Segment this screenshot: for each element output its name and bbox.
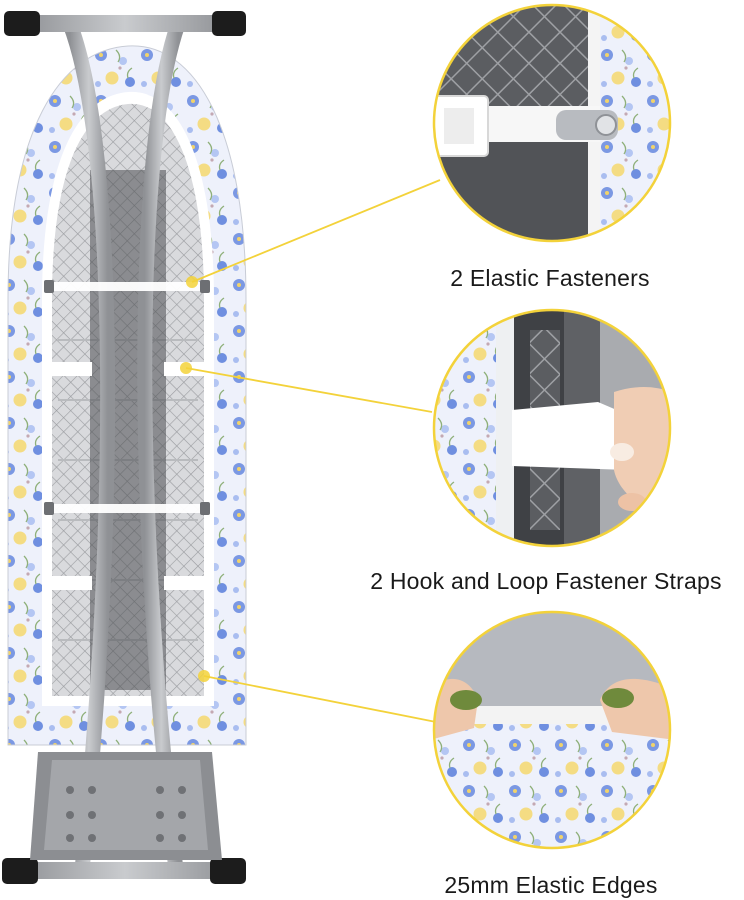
- elastic-fastener-straps: [44, 280, 210, 515]
- caption-hook-loop-straps: 2 Hook and Loop Fastener Straps: [370, 568, 722, 594]
- ironing-board: [2, 11, 247, 884]
- detail-circle-hook-loop-straps: [432, 308, 672, 548]
- callout-lines: [185, 179, 441, 723]
- caption-elastic-edges: 25mm Elastic Edges: [444, 872, 658, 898]
- foot-cap: [212, 11, 246, 36]
- detail-circle-elastic-edges: [432, 610, 672, 850]
- caption-elastic-fasteners: 2 Elastic Fasteners: [450, 265, 650, 291]
- foot-cap: [210, 858, 246, 884]
- detail-circle-elastic-fasteners: [432, 3, 672, 243]
- foot-cap: [2, 858, 38, 884]
- callout-dots: [180, 276, 210, 682]
- iron-rest: [30, 752, 222, 860]
- foot-cap: [4, 11, 40, 36]
